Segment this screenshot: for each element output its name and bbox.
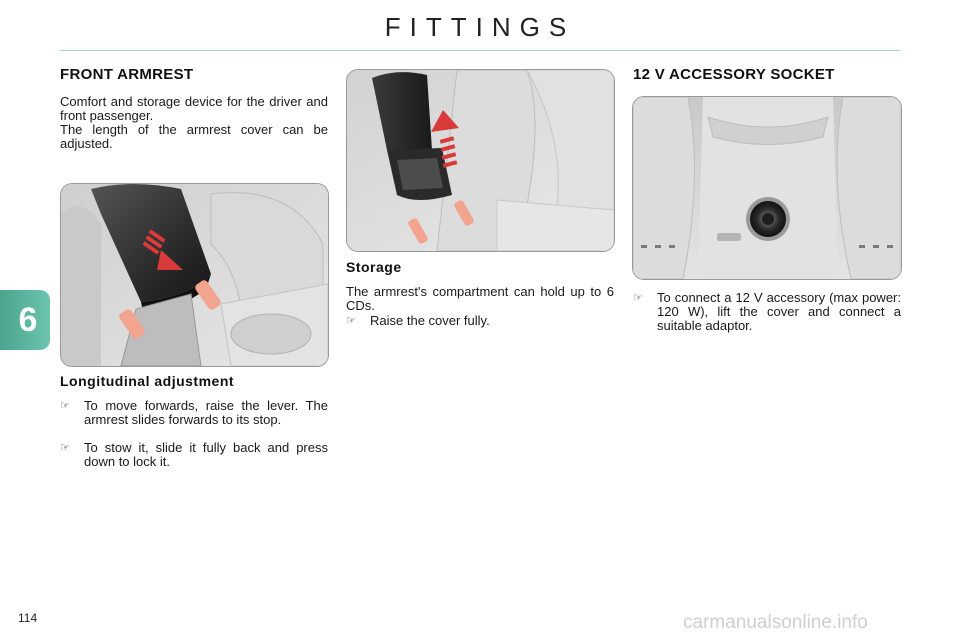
- chapter-number: 6: [18, 301, 38, 339]
- right-bullet-1: ☞ To connect a 12 V accessory (max power…: [633, 291, 901, 333]
- storage-text: The armrest's compartment can hold up to…: [346, 284, 614, 313]
- accessory-socket-figure: [632, 96, 902, 280]
- watermark[interactable]: carmanualsonline.info: [683, 612, 868, 633]
- armrest-slide-forward-illustration: [61, 184, 328, 366]
- longitudinal-adjustment-heading: Longitudinal adjustment: [60, 373, 235, 389]
- left-bullet-2-text: To stow it, slide it fully back and pres…: [84, 440, 328, 469]
- left-bullet-1-text: To move forwards, raise the lever. The a…: [84, 398, 328, 427]
- middle-bullet-1: ☞ Raise the cover fully.: [346, 314, 614, 328]
- accessory-socket-illustration: [633, 97, 901, 279]
- armrest-storage-figure: [346, 69, 615, 252]
- left-bullet-1: ☞ To move forwards, raise the lever. The…: [60, 399, 328, 427]
- page-number: 114: [18, 611, 38, 625]
- pointing-hand-icon: ☞: [60, 442, 70, 454]
- right-bullet-1-text: To connect a 12 V accessory (max power: …: [657, 290, 901, 333]
- accessory-socket-heading: 12 V ACCESSORY SOCKET: [633, 66, 835, 83]
- left-bullet-2: ☞ To stow it, slide it fully back and pr…: [60, 441, 328, 469]
- header-rule: [60, 50, 900, 51]
- front-armrest-heading: FRONT ARMREST: [60, 66, 194, 83]
- page-header-title: FITTINGS: [384, 12, 576, 42]
- front-armrest-intro-1: Comfort and storage device for the drive…: [60, 94, 328, 123]
- front-armrest-intro-2: The length of the armrest cover can be a…: [60, 122, 328, 151]
- armrest-slide-figure: [60, 183, 329, 367]
- pointing-hand-icon: ☞: [60, 400, 70, 412]
- armrest-cover-raised-illustration: [347, 70, 614, 251]
- chapter-tab: 6: [0, 290, 50, 350]
- storage-heading: Storage: [346, 259, 402, 275]
- pointing-hand-icon: ☞: [633, 292, 643, 304]
- pointing-hand-icon: ☞: [346, 315, 356, 327]
- middle-bullet-1-text: Raise the cover fully.: [370, 313, 490, 328]
